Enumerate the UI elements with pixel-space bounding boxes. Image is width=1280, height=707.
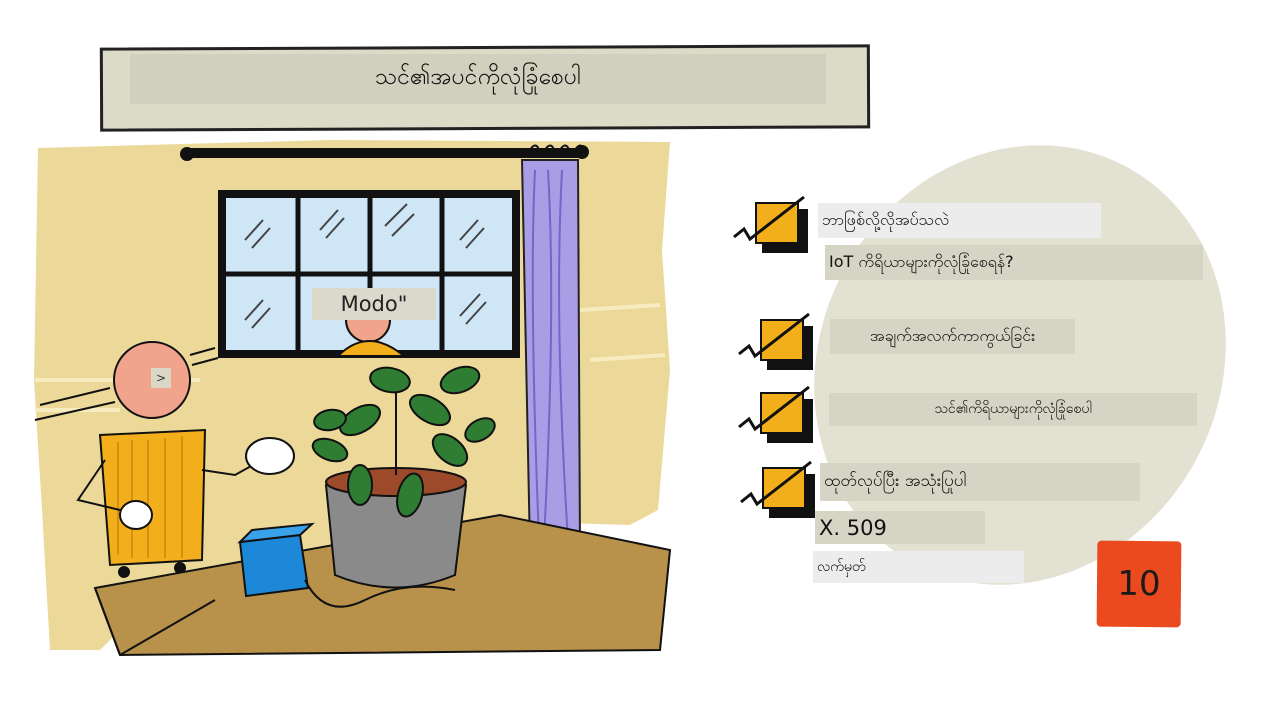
iot-device-top — [237, 522, 315, 544]
face-label: > — [151, 368, 171, 388]
room-illustration — [34, 140, 672, 657]
plant-leaves — [311, 365, 496, 518]
checkbox-icon — [730, 195, 810, 255]
person-body-stripes — [117, 436, 183, 558]
checklist-item-label: ဘာဖြစ်လို့လိုအပ်သလဲ — [818, 203, 1101, 238]
checklist-item-label: ထုတ်လုပ်ပြီး အသုံးပြုပါ — [820, 463, 1140, 501]
person-hand-left — [119, 500, 153, 530]
page-title: သင်၏အပင်ကိုလုံခြုံစေပါ — [130, 54, 826, 104]
curtain-rod — [185, 148, 585, 158]
window-mullions — [226, 198, 512, 350]
curtain-hooks — [529, 144, 586, 153]
person-wheel-left — [118, 566, 130, 578]
illustration-scene — [30, 130, 690, 690]
checklist-item-label: IoT ကိရိယာများကိုလုံခြုံစေရန်? — [825, 245, 1203, 280]
window-glints — [244, 203, 487, 329]
curtain-folds — [531, 169, 569, 541]
checklist-item-label: လက်မှတ် — [813, 551, 1024, 583]
checklist-item-label: X. 509 — [815, 511, 985, 544]
person-wheel-right — [174, 562, 186, 574]
person-hand-right — [245, 437, 295, 475]
device-cable — [304, 579, 456, 608]
window-label: Modo" — [312, 288, 436, 320]
checklist-item-label: အချက်အလက်ကာကွယ်ခြင်း — [830, 319, 1075, 354]
rod-end-left — [180, 147, 194, 161]
person-body — [98, 428, 207, 567]
slide-number: 10 — [1096, 540, 1182, 628]
iot-device — [238, 533, 310, 598]
checklist-item-label: သင်၏ကိရိယာများကိုလုံခြုံစေပါ — [829, 393, 1197, 426]
checkbox-icon — [735, 312, 815, 372]
rod-end-right — [575, 145, 589, 159]
neighbour-body — [335, 340, 407, 357]
motion-lines — [34, 347, 219, 421]
table-edge — [94, 587, 216, 656]
checkbox-icon — [735, 385, 815, 445]
checkbox-icon — [737, 460, 817, 520]
